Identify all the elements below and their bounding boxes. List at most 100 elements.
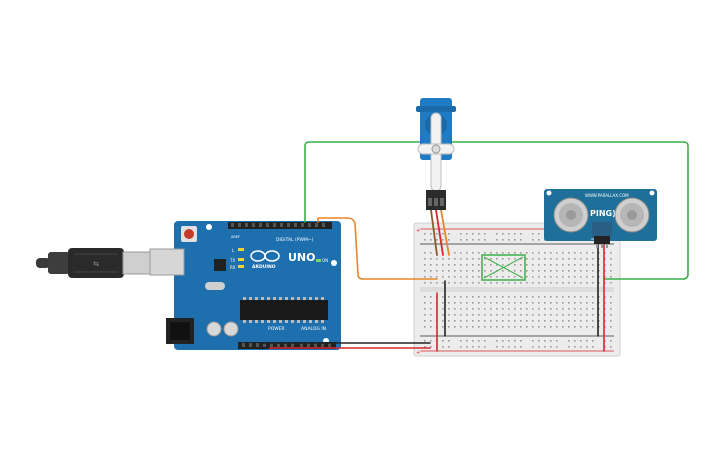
breadboard-hole[interactable] — [430, 340, 432, 342]
breadboard-hole[interactable] — [574, 320, 576, 322]
breadboard-hole[interactable] — [520, 296, 522, 298]
breadboard-hole[interactable] — [556, 252, 558, 254]
breadboard-hole[interactable] — [496, 239, 498, 241]
breadboard-hole[interactable] — [466, 252, 468, 254]
breadboard-hole[interactable] — [544, 264, 546, 266]
breadboard-hole[interactable] — [514, 270, 516, 272]
breadboard-hole[interactable] — [520, 239, 522, 241]
breadboard-hole[interactable] — [490, 276, 492, 278]
breadboard-hole[interactable] — [532, 308, 534, 310]
breadboard-hole[interactable] — [466, 314, 468, 316]
breadboard-hole[interactable] — [562, 270, 564, 272]
breadboard-hole[interactable] — [544, 314, 546, 316]
breadboard-hole[interactable] — [592, 264, 594, 266]
breadboard-hole[interactable] — [472, 314, 474, 316]
breadboard-hole[interactable] — [580, 270, 582, 272]
breadboard-hole[interactable] — [574, 340, 576, 342]
breadboard-hole[interactable] — [610, 326, 612, 328]
breadboard-hole[interactable] — [472, 326, 474, 328]
breadboard-hole[interactable] — [478, 239, 480, 241]
breadboard-hole[interactable] — [562, 302, 564, 304]
breadboard-hole[interactable] — [610, 252, 612, 254]
black-ground-wire[interactable] — [261, 342, 431, 350]
breadboard-hole[interactable] — [520, 314, 522, 316]
breadboard-hole[interactable] — [562, 308, 564, 310]
breadboard-hole[interactable] — [550, 276, 552, 278]
breadboard-hole[interactable] — [532, 252, 534, 254]
breadboard-hole[interactable] — [466, 340, 468, 342]
breadboard-hole[interactable] — [610, 340, 612, 342]
breadboard-hole[interactable] — [562, 320, 564, 322]
breadboard-hole[interactable] — [484, 252, 486, 254]
breadboard-hole[interactable] — [484, 258, 486, 260]
breadboard-hole[interactable] — [424, 270, 426, 272]
green-wire[interactable] — [304, 141, 689, 280]
breadboard-hole[interactable] — [478, 233, 480, 235]
breadboard-hole[interactable] — [532, 296, 534, 298]
breadboard-hole[interactable] — [484, 308, 486, 310]
breadboard-hole[interactable] — [436, 233, 438, 235]
breadboard-hole[interactable] — [574, 314, 576, 316]
breadboard-hole[interactable] — [580, 314, 582, 316]
breadboard-hole[interactable] — [538, 296, 540, 298]
breadboard-hole[interactable] — [562, 258, 564, 260]
breadboard-hole[interactable] — [592, 340, 594, 342]
breadboard-hole[interactable] — [442, 296, 444, 298]
breadboard-hole[interactable] — [454, 302, 456, 304]
breadboard-hole[interactable] — [532, 264, 534, 266]
breadboard-hole[interactable] — [430, 270, 432, 272]
breadboard-hole[interactable] — [442, 282, 444, 284]
breadboard-hole[interactable] — [490, 320, 492, 322]
breadboard-hole[interactable] — [586, 326, 588, 328]
breadboard-hole[interactable] — [580, 308, 582, 310]
breadboard-hole[interactable] — [502, 276, 504, 278]
breadboard-hole[interactable] — [424, 252, 426, 254]
breadboard-hole[interactable] — [562, 252, 564, 254]
breadboard-hole[interactable] — [478, 340, 480, 342]
breadboard-hole[interactable] — [544, 252, 546, 254]
breadboard-hole[interactable] — [472, 233, 474, 235]
breadboard-hole[interactable] — [448, 233, 450, 235]
breadboard-hole[interactable] — [424, 282, 426, 284]
breadboard-hole[interactable] — [538, 258, 540, 260]
selection-box[interactable] — [481, 254, 526, 281]
breadboard-hole[interactable] — [460, 346, 462, 348]
breadboard-hole[interactable] — [430, 326, 432, 328]
breadboard-hole[interactable] — [556, 314, 558, 316]
breadboard-hole[interactable] — [550, 270, 552, 272]
breadboard-hole[interactable] — [556, 326, 558, 328]
breadboard-hole[interactable] — [574, 308, 576, 310]
breadboard-hole[interactable] — [538, 264, 540, 266]
breadboard-hole[interactable] — [490, 302, 492, 304]
breadboard-hole[interactable] — [442, 276, 444, 278]
breadboard-hole[interactable] — [568, 252, 570, 254]
breadboard-hole[interactable] — [586, 308, 588, 310]
breadboard-hole[interactable] — [460, 258, 462, 260]
breadboard-hole[interactable] — [532, 233, 534, 235]
breadboard-hole[interactable] — [484, 296, 486, 298]
breadboard-hole[interactable] — [550, 296, 552, 298]
breadboard-hole[interactable] — [544, 326, 546, 328]
breadboard-hole[interactable] — [610, 314, 612, 316]
breadboard-hole[interactable] — [574, 270, 576, 272]
breadboard-hole[interactable] — [424, 320, 426, 322]
breadboard-hole[interactable] — [496, 276, 498, 278]
breadboard-hole[interactable] — [610, 346, 612, 348]
breadboard-hole[interactable] — [514, 320, 516, 322]
breadboard-hole[interactable] — [424, 302, 426, 304]
breadboard-hole[interactable] — [490, 264, 492, 266]
breadboard-hole[interactable] — [508, 308, 510, 310]
breadboard-hole[interactable] — [538, 340, 540, 342]
breadboard-hole[interactable] — [442, 258, 444, 260]
breadboard-hole[interactable] — [586, 296, 588, 298]
breadboard-hole[interactable] — [532, 276, 534, 278]
breadboard-hole[interactable] — [562, 282, 564, 284]
breadboard-hole[interactable] — [514, 296, 516, 298]
breadboard-hole[interactable] — [424, 346, 426, 348]
breadboard-hole[interactable] — [478, 320, 480, 322]
breadboard-hole[interactable] — [502, 239, 504, 241]
breadboard-hole[interactable] — [448, 264, 450, 266]
breadboard-hole[interactable] — [430, 282, 432, 284]
breadboard-hole[interactable] — [424, 340, 426, 342]
breadboard-hole[interactable] — [538, 233, 540, 235]
